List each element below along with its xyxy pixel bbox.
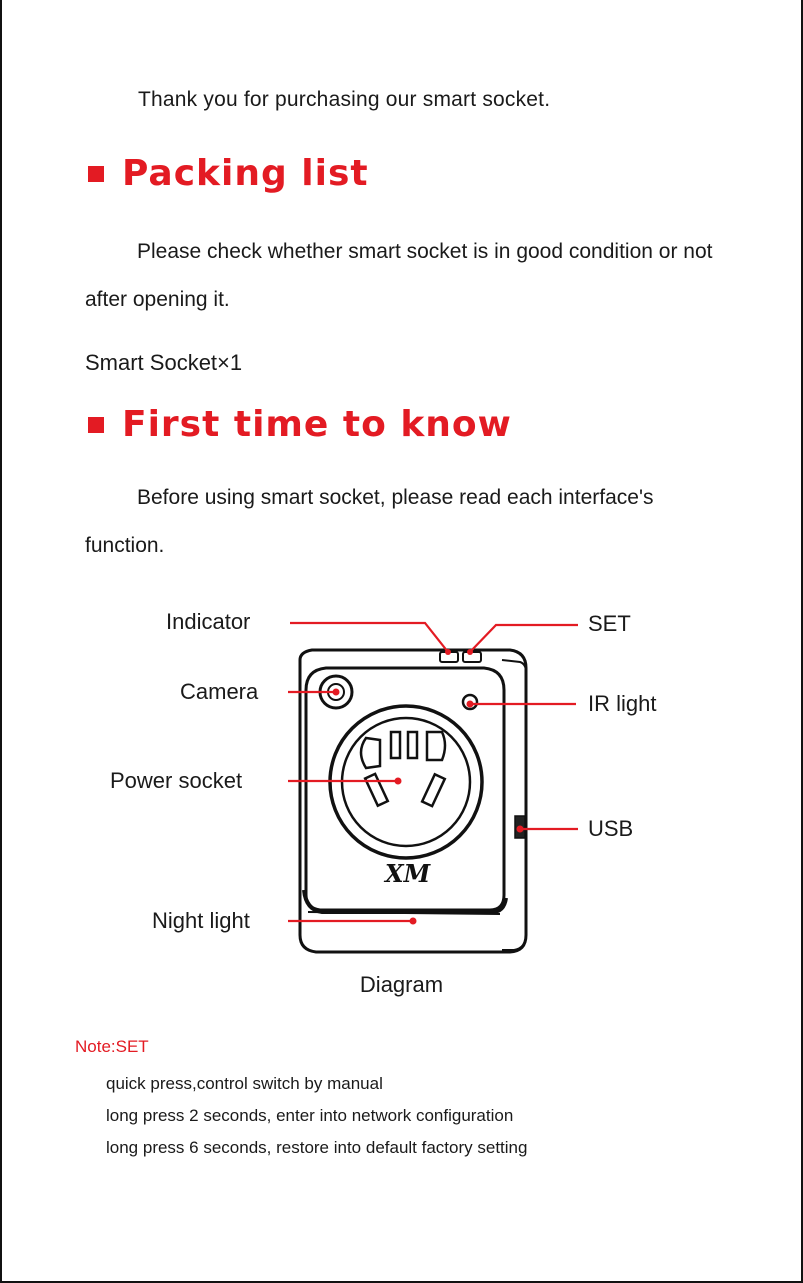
packing-item: Smart Socket×1 xyxy=(85,350,243,375)
note-line: quick press,control switch by manual xyxy=(106,1074,383,1093)
first-time-heading: First time to know xyxy=(88,404,512,445)
note-line: long press 6 seconds, restore into defau… xyxy=(106,1138,528,1157)
set-label: SET xyxy=(588,611,631,636)
device-diagram: XM Indicator SET Camera IR light Power s… xyxy=(0,590,803,1020)
brand-logo: XM xyxy=(383,859,432,888)
set-callout-line xyxy=(469,623,578,653)
packing-paragraph: Please check whether smart socket is in … xyxy=(85,228,725,324)
ir-light-label: IR light xyxy=(588,691,657,716)
usb-label: USB xyxy=(588,816,634,841)
power-socket-label: Power socket xyxy=(110,768,243,793)
packing-paragraph-text: Please check whether smart socket is in … xyxy=(85,240,713,311)
night-light-label: Night light xyxy=(152,908,250,933)
heading-bullet-icon xyxy=(88,416,104,433)
note-title: Note:SET xyxy=(75,1037,149,1056)
indicator-callout-line xyxy=(290,621,449,653)
intro-text: Thank you for purchasing our smart socke… xyxy=(138,88,551,111)
note-lines: quick press,control switch by manual lon… xyxy=(106,1068,527,1164)
diagram-caption: Diagram xyxy=(359,972,444,997)
first-time-paragraph: Before using smart socket, please read e… xyxy=(85,474,725,570)
note-line: long press 2 seconds, enter into network… xyxy=(106,1106,514,1125)
indicator-label: Indicator xyxy=(166,609,251,634)
packing-list-heading: Packing list xyxy=(88,153,369,194)
first-time-heading-text: First time to know xyxy=(122,404,512,445)
packing-list-heading-text: Packing list xyxy=(122,153,369,194)
heading-bullet-icon xyxy=(88,165,104,182)
smart-socket-illustration: XM xyxy=(288,621,578,954)
camera-label: Camera xyxy=(180,679,259,704)
first-time-paragraph-text: Before using smart socket, please read e… xyxy=(85,486,654,557)
